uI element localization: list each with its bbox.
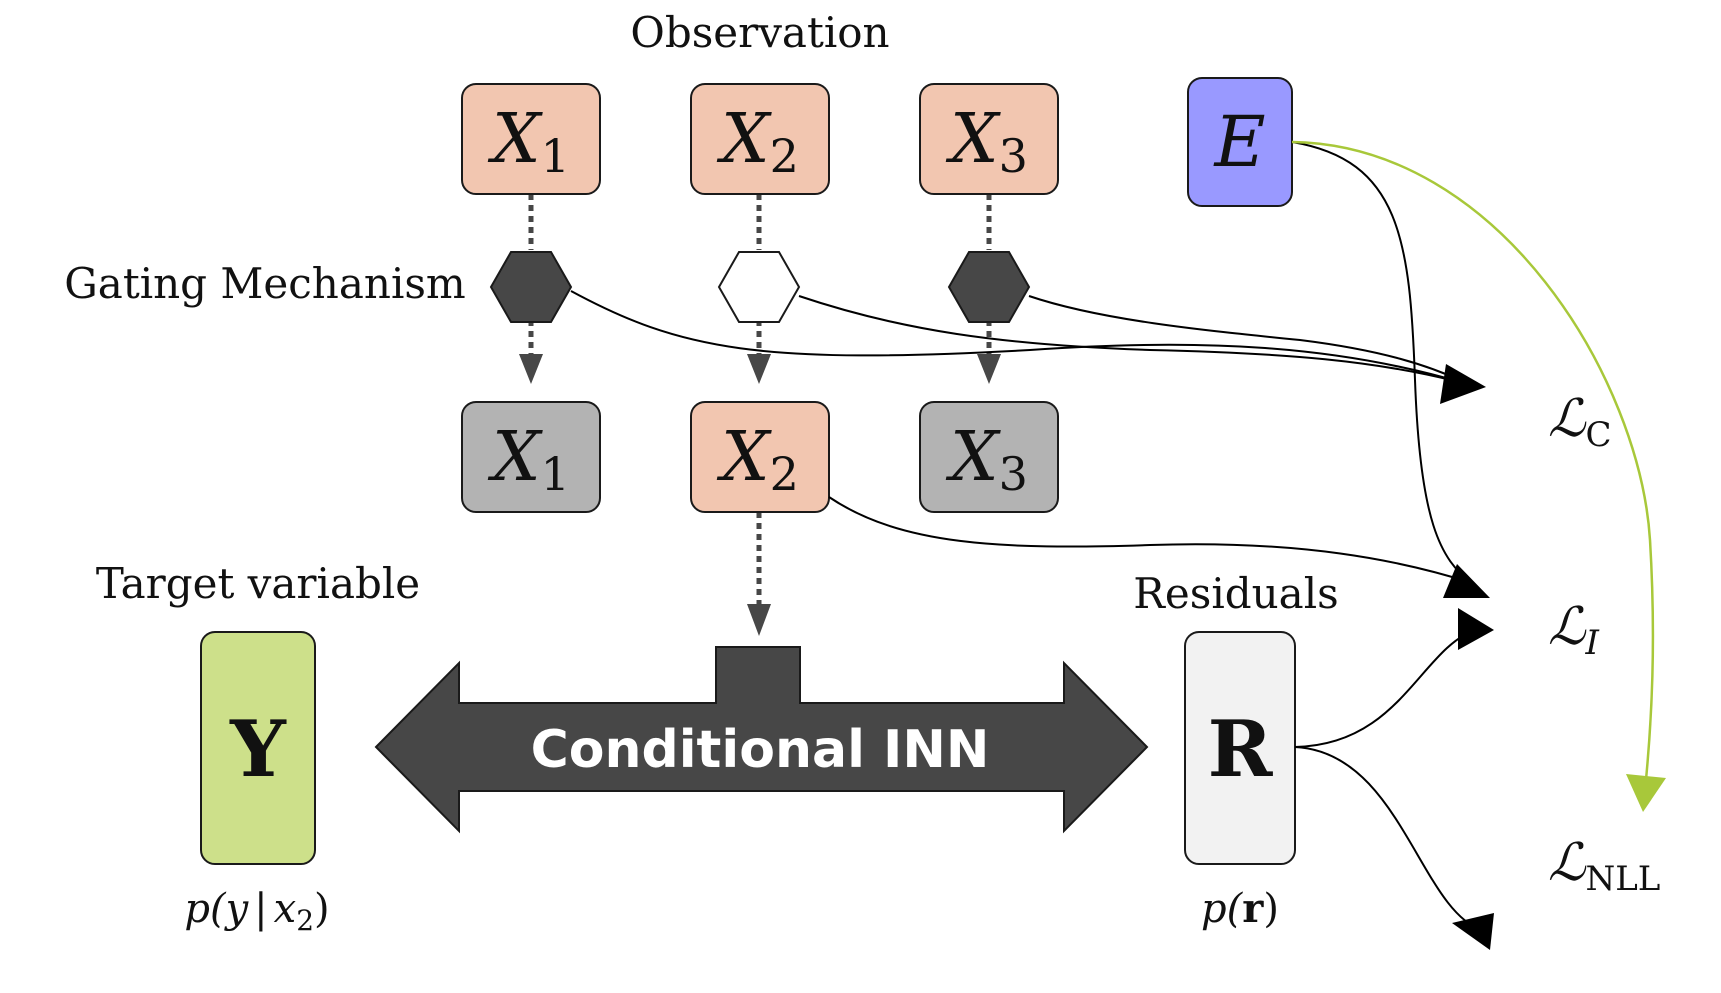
target-node-y: Y <box>200 631 316 865</box>
x1-sub: 1 <box>541 129 570 183</box>
env-label: E <box>1212 101 1265 183</box>
svg-text:X3: X3 <box>945 100 1028 183</box>
observation-label: Observation <box>630 8 889 57</box>
observation-node-x2: X2 <box>690 83 830 195</box>
x3-sub: 3 <box>999 129 1028 183</box>
x1-var: X <box>487 100 543 179</box>
gate-hexagon-2 <box>717 251 801 323</box>
observation-node-x1: X1 <box>461 83 601 195</box>
gate-hexagon-3 <box>947 251 1031 323</box>
loss-nll: ℒNLL <box>1548 833 1660 899</box>
observation-node-x3: X3 <box>919 83 1059 195</box>
gate-to-node-connectors <box>528 320 992 606</box>
gating-mechanism-label: Gating Mechanism <box>64 259 466 308</box>
residuals-label: Residuals <box>1133 569 1338 618</box>
r-to-li-curve <box>1294 629 1476 748</box>
residual-node-r: R <box>1184 631 1296 865</box>
r-distribution: p(r) <box>1201 885 1279 932</box>
y-distribution: p(y|x2) <box>184 886 329 937</box>
gated-node-x3: X3 <box>919 401 1059 513</box>
conditional-inn-label: Conditional INN <box>531 720 990 780</box>
li-arrowhead-top <box>1443 564 1490 598</box>
loss-i: ℒI <box>1548 597 1599 663</box>
gx1-var: X <box>487 418 543 497</box>
svg-text:X2: X2 <box>716 100 799 183</box>
env-to-li-curve <box>1291 141 1473 584</box>
gate-hexagon-1 <box>489 251 573 323</box>
loss-c: ℒC <box>1548 389 1611 455</box>
gx2-sub: 2 <box>770 447 799 501</box>
li-arrowhead-bottom <box>1458 608 1494 650</box>
svg-text:X2: X2 <box>716 418 799 501</box>
x3-var: X <box>945 100 1001 179</box>
gx2-var: X <box>716 418 772 497</box>
svg-text:X1: X1 <box>487 418 570 501</box>
svg-text:X3: X3 <box>945 418 1028 501</box>
gx3-sub: 3 <box>999 447 1028 501</box>
gated-node-x2: X2 <box>690 401 830 513</box>
x2-var: X <box>716 100 772 179</box>
r-label: R <box>1208 704 1274 795</box>
gx3-var: X <box>945 418 1001 497</box>
y-label: Y <box>229 704 287 795</box>
environment-node: E <box>1187 77 1293 207</box>
obs-to-gate-connectors <box>528 194 992 250</box>
conditional-inn-arrow: Conditional INN <box>374 646 1149 834</box>
r-to-lnll-curve <box>1294 746 1483 931</box>
gate-arrowheads <box>519 354 1001 636</box>
lnll-black-arrowhead <box>1452 913 1494 950</box>
gx1-sub: 1 <box>541 447 570 501</box>
env-to-lnll-curve <box>1291 140 1655 791</box>
svg-text:X1: X1 <box>487 100 570 183</box>
gated-node-x1: X1 <box>461 401 601 513</box>
x2-to-li-curve <box>828 496 1473 584</box>
gate-to-lc-curves <box>570 290 1471 386</box>
lc-arrowhead <box>1440 364 1486 404</box>
target-variable-label: Target variable <box>96 559 420 608</box>
x2-sub: 2 <box>770 129 799 183</box>
lnll-green-arrowhead <box>1626 774 1666 812</box>
